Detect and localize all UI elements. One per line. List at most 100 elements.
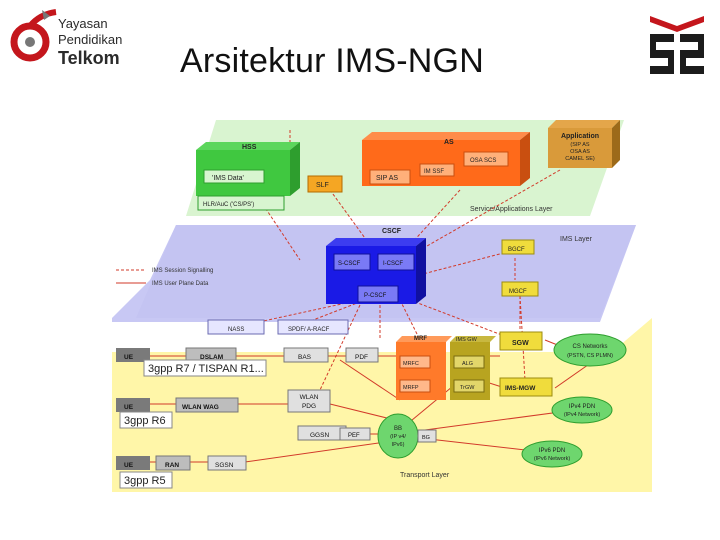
legend-signalling-label: IMS Session Signalling — [152, 268, 213, 274]
logo-left-block — [650, 34, 674, 74]
ipv4-pdn-cloud — [551, 396, 613, 424]
ims-data-box — [203, 169, 265, 184]
cs-networks-cloud — [553, 333, 627, 367]
mrfp-box — [399, 379, 431, 393]
ims-mgw-box — [499, 377, 553, 397]
pdf-box — [345, 347, 379, 363]
svg-text:PEF: PEF — [348, 433, 360, 439]
svg-text:IM SSF: IM SSF — [424, 169, 444, 175]
page-title: Arsitektur IMS-NGN — [180, 42, 484, 80]
svg-text:SGSN: SGSN — [215, 462, 234, 469]
svg-text:MGCF: MGCF — [509, 289, 527, 295]
svg-text:Application: Application — [561, 133, 599, 140]
svg-text:CAMEL SE): CAMEL SE) — [565, 156, 595, 162]
signalling-lines — [244, 130, 561, 391]
svg-text:HLR/AuC ('CS/PS'): HLR/AuC ('CS/PS') — [203, 202, 254, 208]
logo-line-1: Yayasan — [58, 16, 108, 31]
wlan-pdg-box — [287, 389, 331, 413]
sgw-box — [499, 331, 543, 351]
svg-text:BAS: BAS — [298, 354, 312, 361]
sip-as-box — [369, 169, 411, 185]
svg-text:3gpp R7 / TISPAN R1...: 3gpp R7 / TISPAN R1... — [148, 363, 264, 375]
application-box — [548, 128, 612, 168]
svg-text:IMS GW: IMS GW — [456, 337, 478, 343]
logo-right-block — [680, 34, 704, 74]
svg-text:CS Networks: CS Networks — [572, 344, 607, 350]
svg-text:MRFP: MRFP — [403, 385, 419, 391]
svg-text:IPv6 PDN: IPv6 PDN — [539, 448, 565, 454]
institution-logo — [646, 14, 708, 76]
svg-text:OSA SCS: OSA SCS — [470, 158, 496, 164]
svg-text:SIP AS: SIP AS — [376, 175, 398, 182]
svg-text:SGW: SGW — [512, 340, 529, 347]
svg-text:I-CSCF: I-CSCF — [383, 261, 403, 267]
osa-scs-box — [463, 151, 509, 167]
svg-text:MRF: MRF — [414, 336, 427, 342]
svg-text:(IP v4/: (IP v4/ — [390, 434, 406, 440]
hss-label: HSS — [242, 144, 257, 151]
sgsn-box — [207, 455, 247, 471]
pef-box — [339, 427, 371, 441]
bas-box — [283, 347, 329, 363]
ue-box-r6 — [116, 398, 150, 412]
svg-text:RAN: RAN — [165, 462, 179, 469]
svg-text:IMS-MGW: IMS-MGW — [505, 385, 536, 392]
spdf-box — [277, 319, 349, 335]
release-label-r5 — [119, 471, 173, 489]
ue-box-r7 — [116, 348, 150, 362]
mrfc-box — [399, 355, 431, 369]
svg-text:WLAN: WLAN — [300, 394, 319, 401]
svg-text:MRFC: MRFC — [403, 361, 419, 367]
svg-text:UE: UE — [124, 354, 134, 361]
slf-box — [307, 175, 343, 193]
bg-box — [417, 429, 437, 443]
svg-text:(PSTN, CS PLMN): (PSTN, CS PLMN) — [567, 353, 613, 359]
ran-box — [155, 455, 191, 471]
svg-text:IPv6): IPv6) — [392, 442, 405, 448]
nass-box — [207, 319, 265, 335]
release-label-r6 — [119, 411, 173, 429]
svg-text:(SIP AS: (SIP AS — [570, 142, 589, 148]
alg-box — [453, 355, 485, 369]
svg-text:OSA AS: OSA AS — [570, 149, 590, 155]
ue-box-r5 — [116, 456, 150, 470]
svg-text:WLAN WAG: WLAN WAG — [182, 404, 219, 411]
svg-text:GGSN: GGSN — [310, 432, 329, 439]
svg-text:UE: UE — [124, 462, 134, 469]
logo-line-3: Telkom — [58, 48, 120, 68]
svg-text:S-CSCF: S-CSCF — [338, 261, 361, 267]
p-cscf-box — [357, 285, 399, 303]
svg-text:BG: BG — [422, 435, 430, 441]
yayasan-telkom-logo: Yayasan Pendidikan Telkom — [6, 6, 136, 76]
release-label-r7 — [143, 359, 267, 377]
svg-text:SPDF/ A-RACF: SPDF/ A-RACF — [288, 327, 330, 333]
im-ssf-box — [419, 163, 455, 177]
s-cscf-box — [333, 253, 371, 271]
hlr-auc-box — [197, 195, 285, 211]
mgcf-box — [501, 281, 539, 297]
svg-text:BGCF: BGCF — [508, 247, 525, 253]
svg-text:(IPv4 Network): (IPv4 Network) — [564, 412, 601, 418]
svg-text:P-CSCF: P-CSCF — [364, 293, 387, 299]
svg-text:TrGW: TrGW — [460, 385, 475, 391]
svg-text:(IPv6 Network): (IPv6 Network) — [534, 456, 571, 462]
svg-text:SLF: SLF — [316, 182, 329, 189]
svg-text:IPv4 PDN: IPv4 PDN — [569, 404, 595, 410]
bgcf-box — [501, 239, 535, 255]
wlan-wag-box — [175, 397, 239, 413]
svg-text:BB: BB — [394, 426, 402, 432]
svg-text:NASS: NASS — [228, 327, 244, 333]
book-roof-icon — [650, 16, 704, 32]
svg-text:DSLAM: DSLAM — [200, 354, 223, 361]
as-label: AS — [444, 139, 454, 146]
svg-text:PDG: PDG — [302, 403, 316, 410]
svg-text:3gpp R5: 3gpp R5 — [124, 475, 166, 487]
cscf-label: CSCF — [382, 228, 402, 235]
svg-text:UE: UE — [124, 404, 134, 411]
telkom-swirl-icon — [10, 9, 57, 62]
svg-text:3gpp R6: 3gpp R6 — [124, 415, 166, 427]
i-cscf-box — [377, 253, 415, 271]
trgw-box — [453, 379, 485, 393]
svg-text:'IMS Data': 'IMS Data' — [212, 175, 244, 182]
